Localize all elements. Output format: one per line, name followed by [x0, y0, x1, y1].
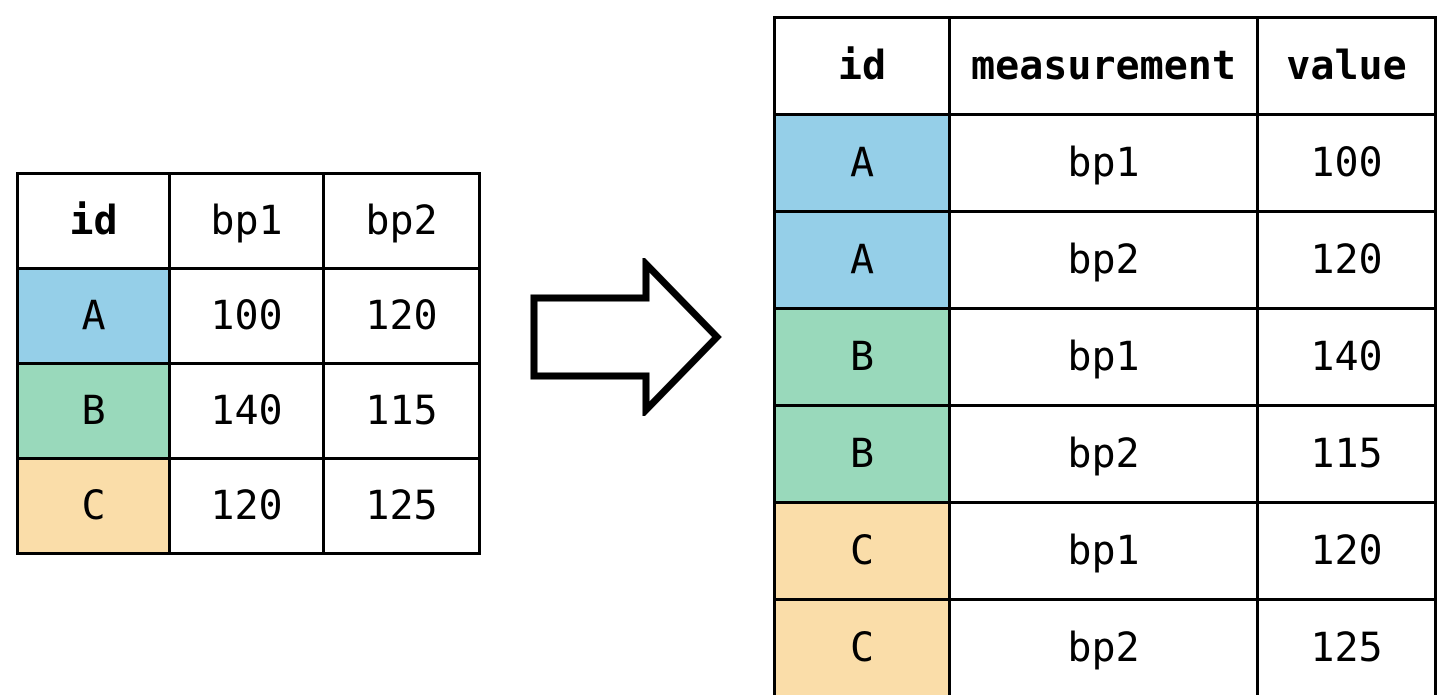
long-cell-id-2: B	[773, 307, 951, 407]
wide-cell-id-b: B	[16, 362, 171, 460]
table-row: B 140 115	[16, 362, 481, 460]
wide-cell-id-a: A	[16, 267, 171, 365]
long-cell-value-1: 120	[1256, 210, 1437, 310]
wide-table-body: id bp1 bp2 A 100 120 B 140 115 C 120 125	[16, 172, 481, 555]
long-cell-measurement-1: bp2	[948, 210, 1259, 310]
table-row: B bp1 140	[773, 307, 1437, 407]
wide-header-id: id	[16, 172, 171, 270]
wide-header-bp1: bp1	[168, 172, 325, 270]
table-row: A 100 120	[16, 267, 481, 365]
long-cell-measurement-4: bp1	[948, 501, 1259, 601]
table-row: C bp2 125	[773, 598, 1437, 695]
wide-cell-bp1-b: 140	[168, 362, 325, 460]
table-row: C bp1 120	[773, 501, 1437, 601]
long-header-row: id measurement value	[773, 16, 1437, 116]
long-table-body: id measurement value A bp1 100 A bp2 120…	[773, 16, 1437, 695]
long-cell-id-1: A	[773, 210, 951, 310]
long-cell-id-5: C	[773, 598, 951, 695]
wide-cell-bp1-a: 100	[168, 267, 325, 365]
long-format-table: id measurement value A bp1 100 A bp2 120…	[773, 16, 1437, 695]
long-header-value: value	[1256, 16, 1437, 116]
wide-cell-bp2-b: 115	[322, 362, 481, 460]
long-cell-measurement-3: bp2	[948, 404, 1259, 504]
long-cell-id-0: A	[773, 113, 951, 213]
wide-header-row: id bp1 bp2	[16, 172, 481, 270]
long-header-measurement: measurement	[948, 16, 1259, 116]
wide-header-bp2: bp2	[322, 172, 481, 270]
table-row: A bp1 100	[773, 113, 1437, 213]
table-row: A bp2 120	[773, 210, 1437, 310]
wide-cell-bp2-a: 120	[322, 267, 481, 365]
table-row: B bp2 115	[773, 404, 1437, 504]
long-cell-measurement-0: bp1	[948, 113, 1259, 213]
wide-cell-id-c: C	[16, 457, 171, 555]
wide-cell-bp1-c: 120	[168, 457, 325, 555]
long-cell-value-2: 140	[1256, 307, 1437, 407]
long-cell-value-0: 100	[1256, 113, 1437, 213]
right-block-arrow-icon	[528, 258, 723, 416]
wide-cell-bp2-c: 125	[322, 457, 481, 555]
long-cell-value-5: 125	[1256, 598, 1437, 695]
long-header-id: id	[773, 16, 951, 116]
long-cell-id-3: B	[773, 404, 951, 504]
long-cell-value-4: 120	[1256, 501, 1437, 601]
table-row: C 120 125	[16, 457, 481, 555]
long-cell-measurement-2: bp1	[948, 307, 1259, 407]
long-cell-id-4: C	[773, 501, 951, 601]
wide-format-table: id bp1 bp2 A 100 120 B 140 115 C 120 125	[16, 172, 481, 555]
long-cell-measurement-5: bp2	[948, 598, 1259, 695]
long-cell-value-3: 115	[1256, 404, 1437, 504]
